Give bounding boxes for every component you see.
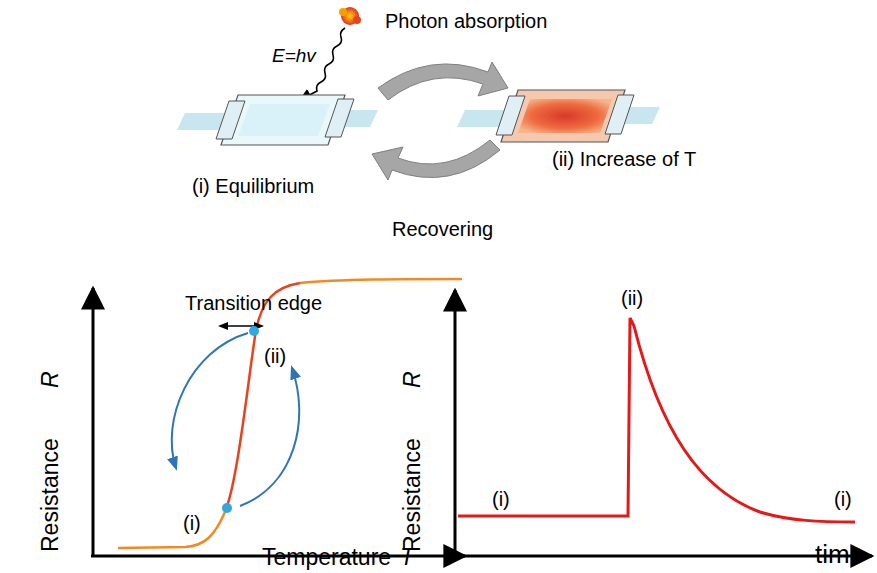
caption-text: Recovering: [392, 218, 493, 240]
cycle-arrow-back: [372, 140, 500, 180]
caption-text: Photon absorption: [385, 10, 547, 32]
transition-curve: [118, 512, 225, 548]
state-label: (i): [834, 488, 852, 510]
axis-title: R: [38, 371, 63, 388]
formula-text: E=hv: [272, 46, 316, 67]
axis-title: Resistance: [38, 438, 63, 552]
annotation-text: Transition edge: [185, 292, 322, 314]
cooling-arrow: [172, 333, 248, 468]
y-axis: [92, 288, 95, 556]
resistance-pulse: [458, 318, 855, 522]
state-dot: [249, 326, 259, 336]
transition-curve: [225, 283, 300, 512]
state-label: (i): [492, 488, 510, 510]
state-dot: [222, 503, 232, 513]
axis-title: R: [400, 371, 425, 388]
transition-curve: [300, 279, 462, 283]
state-label: (ii): [264, 345, 286, 367]
state-label: (ii): [621, 287, 643, 309]
y-axis: [454, 290, 457, 556]
sensor-hot: [457, 90, 660, 142]
cycle-arrow-forward: [378, 62, 508, 100]
axis-title: Resistance: [400, 438, 425, 552]
state-label: (ii) Increase of T: [552, 148, 696, 170]
x-axis: [453, 555, 872, 558]
state-label: (i) Equilibrium: [192, 175, 314, 197]
axis-title: Temperature: [262, 545, 391, 570]
heating-arrow: [240, 368, 299, 506]
state-label: (i): [183, 512, 201, 534]
axis-title: time: [815, 540, 864, 569]
sensor-cold: [177, 95, 378, 145]
photon-symbol: [339, 7, 361, 25]
